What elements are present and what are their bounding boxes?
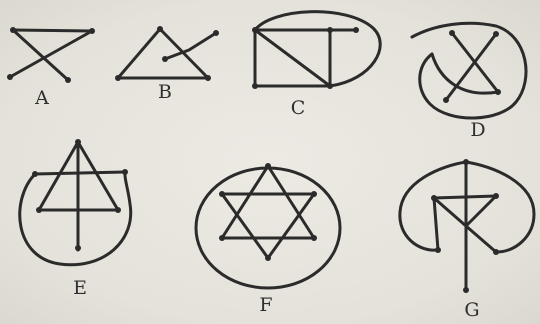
label-e: E — [68, 278, 92, 298]
figure-b — [115, 26, 219, 81]
label-f: F — [254, 295, 278, 315]
figure-e — [20, 139, 131, 265]
figure-d — [412, 23, 526, 118]
label-b: B — [153, 82, 177, 102]
label-a: A — [30, 88, 54, 108]
figure-c — [252, 12, 380, 89]
label-c: C — [286, 98, 310, 118]
label-d: D — [466, 120, 490, 140]
figure-g — [400, 159, 534, 293]
figure-f — [196, 163, 340, 288]
label-g: G — [460, 300, 484, 320]
figure-a — [7, 27, 95, 83]
